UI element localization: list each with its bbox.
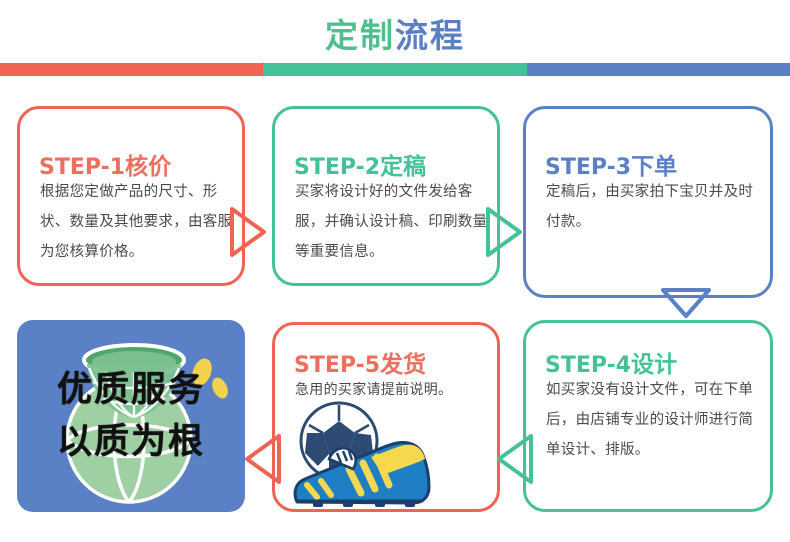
arrow-step4-to-step5	[497, 434, 533, 484]
step-4-body: 如买家没有设计文件，可在下单后，由店铺专业的设计师进行简单设计、排版。	[546, 382, 754, 458]
arrow-step3-to-step4	[661, 288, 711, 318]
step-card-1[interactable]: STEP-1核价 根据您定做产品的尺寸、形状、数量及其他要求，由客服为您核算价格…	[17, 106, 245, 286]
step-3-heading: STEP-3下单	[545, 147, 677, 181]
header-bar-green	[263, 63, 527, 76]
step-5-heading: STEP-5发货	[294, 345, 426, 379]
step-1-body: 根据您定做产品的尺寸、形状、数量及其他要求，由客服为您核算价格。	[40, 184, 233, 260]
step-5-body: 急用的买家请提前说明。	[295, 382, 453, 398]
step-card-5[interactable]: STEP-5发货 急用的买家请提前说明。	[272, 322, 500, 512]
step-3-label-en: STEP-3	[545, 155, 632, 180]
step-5-label-en: STEP-5	[294, 353, 381, 378]
basketball-hoop-illustration	[65, 343, 228, 504]
promo-text: 优质服务 以质为根	[17, 364, 245, 468]
header-bar-blue	[527, 63, 790, 76]
step-3-label-cn: 下单	[631, 154, 678, 180]
step-2-label-cn: 定稿	[380, 154, 427, 180]
step-card-2[interactable]: STEP-2定稿 买家将设计好的文件发给客服，并确认设计稿、印刷数量等重要信息。	[272, 106, 500, 286]
arrow-step2-to-step3	[486, 207, 522, 257]
promo-line-2: 以质为根	[56, 422, 205, 462]
arrow-step5-to-promo	[245, 434, 281, 484]
step-card-4[interactable]: STEP-4设计 如买家没有设计文件，可在下单后，由店铺专业的设计师进行简单设计…	[523, 320, 773, 512]
page-title-part1: 定制	[325, 16, 395, 55]
step-5-label-cn: 发货	[380, 352, 427, 378]
page-title-part2: 流程	[395, 16, 465, 55]
soccer-ball-and-cleat-illustration	[293, 401, 431, 507]
arrow-step1-to-step2	[230, 207, 266, 257]
step-3-body: 定稿后，由买家拍下宝贝并及时付款。	[546, 184, 754, 230]
step-2-label-en: STEP-2	[294, 155, 381, 180]
step-4-heading: STEP-4设计	[545, 345, 677, 379]
step-4-label-en: STEP-4	[545, 353, 632, 378]
promo-card[interactable]: 优质服务 以质为根	[17, 320, 245, 512]
step-card-3[interactable]: STEP-3下单 定稿后，由买家拍下宝贝并及时付款。	[523, 106, 773, 298]
header-bar-red	[0, 63, 263, 76]
step-2-heading: STEP-2定稿	[294, 147, 426, 181]
step-1-label-cn: 核价	[125, 154, 172, 180]
step-1-heading: STEP-1核价	[39, 147, 171, 181]
step-4-label-cn: 设计	[631, 352, 678, 378]
step-1-label-en: STEP-1	[39, 155, 126, 180]
promo-line-1: 优质服务	[56, 370, 205, 410]
page-title: 定制流程	[0, 14, 790, 58]
step-2-body: 买家将设计好的文件发给客服，并确认设计稿、印刷数量等重要信息。	[295, 184, 488, 260]
